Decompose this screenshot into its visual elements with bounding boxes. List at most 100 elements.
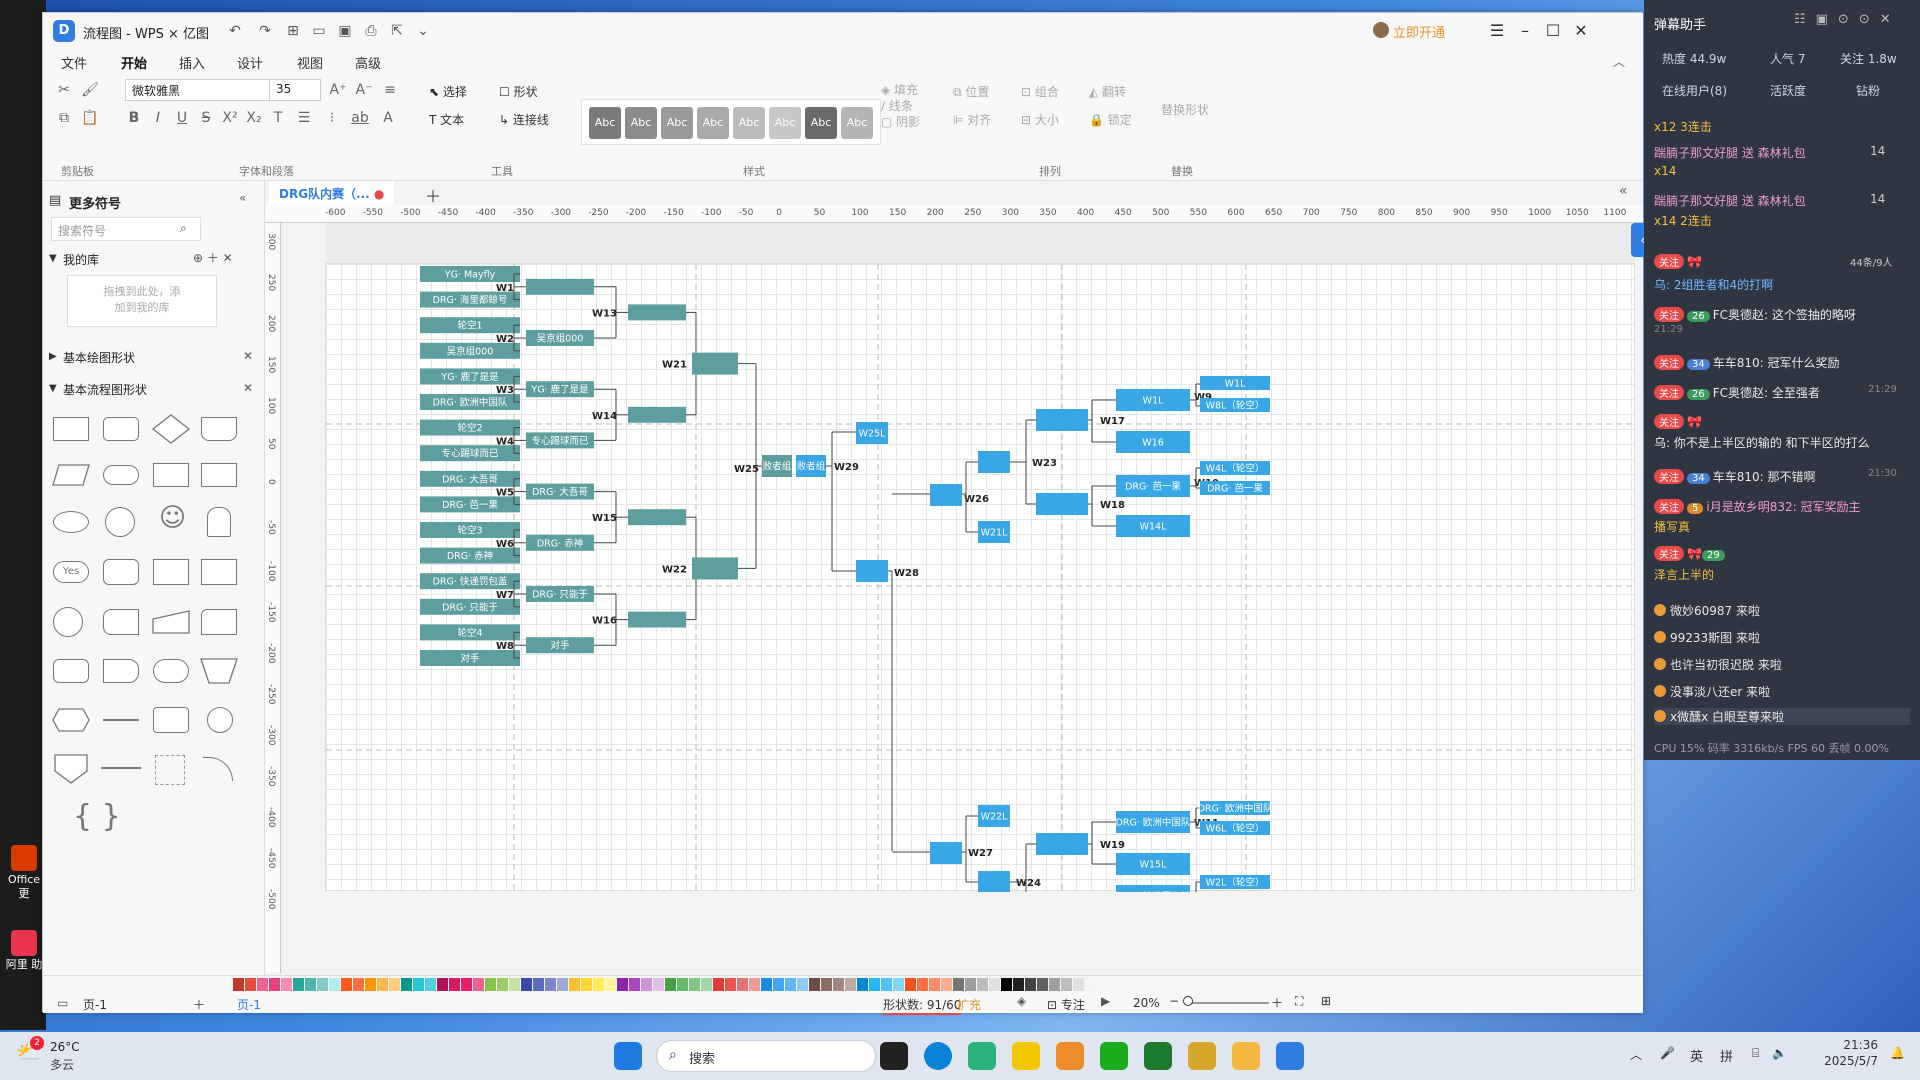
team-node[interactable] bbox=[420, 522, 520, 538]
lower-mid-node[interactable] bbox=[1116, 431, 1190, 453]
team-node[interactable] bbox=[420, 598, 520, 615]
lower-right-node[interactable] bbox=[1200, 821, 1270, 835]
palette-color[interactable] bbox=[557, 978, 568, 991]
font-size-select[interactable]: 35 bbox=[269, 79, 321, 101]
align-button[interactable]: ⊫ 对齐 bbox=[953, 113, 992, 127]
shape-terminator[interactable] bbox=[103, 465, 139, 485]
palette-color[interactable] bbox=[329, 978, 340, 991]
menu-design[interactable]: 设计 bbox=[237, 57, 264, 72]
team-node[interactable] bbox=[420, 445, 520, 462]
style-swatch-8[interactable]: Abc bbox=[841, 107, 873, 139]
shape-manual-operation[interactable] bbox=[199, 657, 239, 685]
shape-offpage-ref[interactable] bbox=[51, 753, 91, 785]
shape-rounded-rect[interactable] bbox=[103, 417, 139, 441]
play-icon[interactable]: ▶ bbox=[1101, 994, 1111, 1008]
palette-color[interactable] bbox=[1085, 978, 1096, 991]
lower-right-node[interactable] bbox=[1200, 461, 1270, 475]
lower-mid-node[interactable] bbox=[1116, 515, 1190, 537]
style-swatch-7[interactable]: Abc bbox=[805, 107, 837, 139]
save-icon[interactable]: ▣ bbox=[338, 23, 352, 39]
palette-color[interactable] bbox=[377, 978, 388, 991]
more-chevron-icon[interactable]: ⌄ bbox=[417, 23, 429, 39]
close-section-icon[interactable]: ✕ bbox=[243, 381, 254, 395]
palette-color[interactable] bbox=[1049, 978, 1060, 991]
shadow-button[interactable]: ▢ 阴影 bbox=[881, 115, 921, 129]
copy-icon[interactable]: ⧉ bbox=[59, 110, 69, 126]
close-section-icon[interactable]: ✕ bbox=[243, 349, 254, 363]
flip-button[interactable]: ◭ 翻转 bbox=[1089, 85, 1127, 99]
palette-color[interactable] bbox=[593, 978, 604, 991]
shape-delay[interactable] bbox=[103, 609, 139, 635]
palette-color[interactable] bbox=[461, 978, 472, 991]
palette-color[interactable] bbox=[1013, 978, 1024, 991]
lower-mid-node[interactable] bbox=[1116, 811, 1190, 833]
file-explorer-icon[interactable] bbox=[1232, 1042, 1260, 1070]
palette-color[interactable] bbox=[1037, 978, 1048, 991]
w22l-node[interactable] bbox=[978, 805, 1010, 827]
shape-rect-2[interactable] bbox=[153, 707, 189, 733]
palette-color[interactable] bbox=[485, 978, 496, 991]
shape-summing[interactable] bbox=[207, 707, 233, 733]
redo-icon[interactable]: ↷ bbox=[259, 23, 271, 39]
shape-loop[interactable] bbox=[153, 659, 189, 683]
page-tab[interactable]: 页-1 bbox=[237, 998, 261, 1012]
lock-button[interactable]: 🔒 锁定 bbox=[1089, 113, 1132, 127]
style-swatch-4[interactable]: Abc bbox=[697, 107, 729, 139]
select-tool-button[interactable]: ⬉ 选择 bbox=[429, 85, 467, 99]
shape-connector[interactable] bbox=[53, 607, 83, 637]
menu-file[interactable]: 文件 bbox=[61, 57, 88, 72]
final-node[interactable] bbox=[762, 455, 792, 477]
palette-color[interactable] bbox=[881, 978, 892, 991]
palette-color[interactable] bbox=[773, 978, 784, 991]
expand-link[interactable]: 扩充 bbox=[957, 998, 982, 1012]
shape-internal-storage[interactable] bbox=[201, 463, 237, 487]
lower-mid-node[interactable] bbox=[1116, 885, 1190, 892]
palette-color[interactable] bbox=[665, 978, 676, 991]
palette-color[interactable] bbox=[725, 978, 736, 991]
page-selector[interactable]: 页-1 bbox=[83, 998, 107, 1012]
w21l-node[interactable] bbox=[978, 521, 1010, 543]
fill-button[interactable]: ◈ 填充 bbox=[881, 83, 919, 97]
lower-right-node[interactable] bbox=[1200, 481, 1270, 495]
notification-icon[interactable]: 🔔 bbox=[1890, 1046, 1905, 1060]
palette-color[interactable] bbox=[989, 978, 1000, 991]
align-icon[interactable]: ≡ bbox=[384, 82, 396, 98]
shape-process[interactable] bbox=[53, 417, 89, 441]
desktop-icon-office[interactable]: Office 更 bbox=[2, 845, 46, 901]
desktop-icon-ali[interactable]: 阿里 助 bbox=[2, 930, 46, 972]
palette-color[interactable] bbox=[749, 978, 760, 991]
w18-node[interactable] bbox=[1036, 493, 1088, 515]
danmu-toolbar-icons[interactable]: ☷▣⊙⊙✕ bbox=[1794, 12, 1901, 27]
fit-page-icon[interactable]: ⛶ bbox=[1295, 994, 1304, 1008]
r3-node[interactable] bbox=[628, 509, 686, 526]
palette-color[interactable] bbox=[533, 978, 544, 991]
team-node[interactable] bbox=[420, 368, 520, 385]
team-node[interactable] bbox=[420, 496, 520, 513]
bullet-list-icon[interactable]: ⁝ bbox=[329, 110, 335, 126]
menu-view[interactable]: 视图 bbox=[297, 57, 324, 72]
shape-annotation[interactable] bbox=[155, 755, 185, 785]
zoom-slider-handle[interactable] bbox=[1183, 996, 1193, 1006]
r2-node[interactable] bbox=[526, 534, 594, 551]
lower-mid-node[interactable] bbox=[1116, 853, 1190, 875]
shape-data[interactable] bbox=[51, 463, 91, 487]
shape-ellipse[interactable] bbox=[53, 511, 89, 533]
palette-color[interactable] bbox=[929, 978, 940, 991]
symbol-search-input[interactable]: 搜索符号⌕ bbox=[51, 217, 201, 241]
r4-node[interactable] bbox=[692, 352, 738, 375]
zoom-slider[interactable] bbox=[1189, 1002, 1269, 1004]
shape-arrow-line[interactable] bbox=[101, 767, 141, 769]
r2-node[interactable] bbox=[526, 483, 594, 500]
palette-color[interactable] bbox=[965, 978, 976, 991]
palette-color[interactable] bbox=[761, 978, 772, 991]
palette-color[interactable] bbox=[941, 978, 952, 991]
palette-color[interactable] bbox=[737, 978, 748, 991]
palette-color[interactable] bbox=[1025, 978, 1036, 991]
lower-mid-node[interactable] bbox=[1116, 389, 1190, 411]
r2-node[interactable] bbox=[526, 432, 594, 449]
danmu-fan[interactable]: 钻粉 bbox=[1856, 84, 1881, 98]
strikethrough-icon[interactable]: S bbox=[201, 110, 211, 126]
palette-color[interactable] bbox=[581, 978, 592, 991]
app-icon-2[interactable] bbox=[1012, 1042, 1040, 1070]
